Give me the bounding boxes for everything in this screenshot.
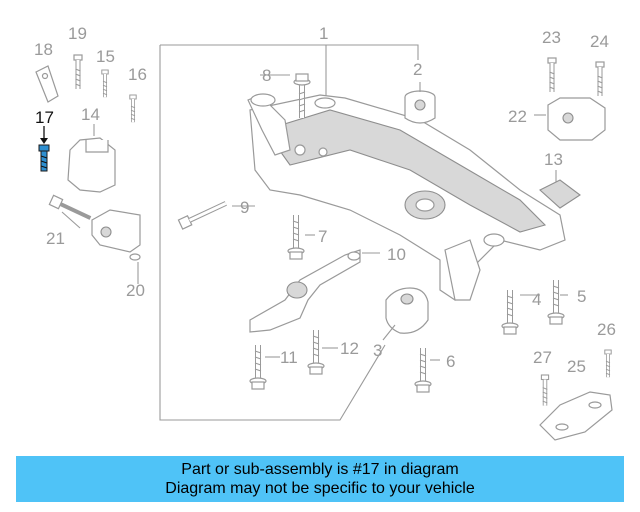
info-banner: Part or sub-assembly is #17 in diagram D… (16, 456, 624, 502)
callout-25: 25 (567, 357, 586, 376)
bolt-9 (177, 201, 227, 230)
callout-10: 10 (387, 245, 406, 264)
bushing-3 (385, 287, 429, 334)
callout-9: 9 (240, 198, 249, 217)
bolt-7 (288, 215, 304, 259)
callout-20: 20 (126, 281, 145, 300)
callout-3: 3 (373, 341, 382, 360)
bracket-18 (35, 65, 59, 103)
bolt-15 (102, 70, 108, 97)
callout-15: 15 (96, 47, 115, 66)
bolt-12 (308, 330, 324, 374)
bolt-17-highlighted (38, 126, 50, 172)
callout-21: 21 (46, 229, 65, 248)
mount-2 (404, 90, 436, 124)
mount-14 (67, 137, 116, 193)
callout-17: 17 (35, 108, 54, 127)
bolt-5 (548, 280, 564, 324)
assembly-frame (160, 44, 419, 60)
bolt-11 (250, 345, 266, 389)
bolt-24 (596, 62, 604, 96)
torque-rod-10 (249, 249, 361, 333)
bolt-26 (605, 350, 611, 377)
bolt-23 (548, 58, 556, 92)
bolt-21 (48, 194, 92, 220)
callout-16: 16 (128, 65, 147, 84)
bolt-27 (541, 375, 548, 406)
callout-24: 24 (590, 32, 609, 51)
callout-18: 18 (34, 40, 53, 59)
bolt-4 (502, 290, 518, 334)
callout-23: 23 (542, 28, 561, 47)
bracket-25 (539, 391, 613, 441)
callout-7: 7 (318, 227, 327, 246)
parts-diagram: 1 2 3 4 5 6 7 8 9 10 11 12 13 14 15 16 1… (34, 24, 616, 441)
pad-13 (539, 179, 581, 209)
callout-13: 13 (544, 150, 563, 169)
callout-14: 14 (81, 105, 100, 124)
bolt-16 (130, 95, 136, 122)
callout-19: 19 (68, 24, 87, 43)
banner-line-part-number: Part or sub-assembly is #17 in diagram (181, 461, 459, 478)
callout-6: 6 (446, 352, 455, 371)
mount-22 (547, 97, 606, 141)
callout-1: 1 (319, 24, 328, 43)
banner-line-disclaimer: Diagram may not be specific to your vehi… (165, 480, 475, 497)
leader-lines (61, 74, 568, 361)
callout-2: 2 (413, 60, 422, 79)
callout-22: 22 (508, 107, 527, 126)
callout-11: 11 (280, 348, 298, 367)
bolt-6 (415, 348, 431, 392)
callout-12: 12 (340, 339, 359, 358)
subframe (247, 93, 566, 301)
bracket-20 (91, 209, 141, 261)
callout-5: 5 (577, 287, 586, 306)
callout-26: 26 (597, 320, 616, 339)
callout-4: 4 (532, 290, 541, 309)
callout-8: 8 (262, 66, 271, 85)
callout-27: 27 (533, 348, 552, 367)
bolt-19 (74, 55, 82, 89)
